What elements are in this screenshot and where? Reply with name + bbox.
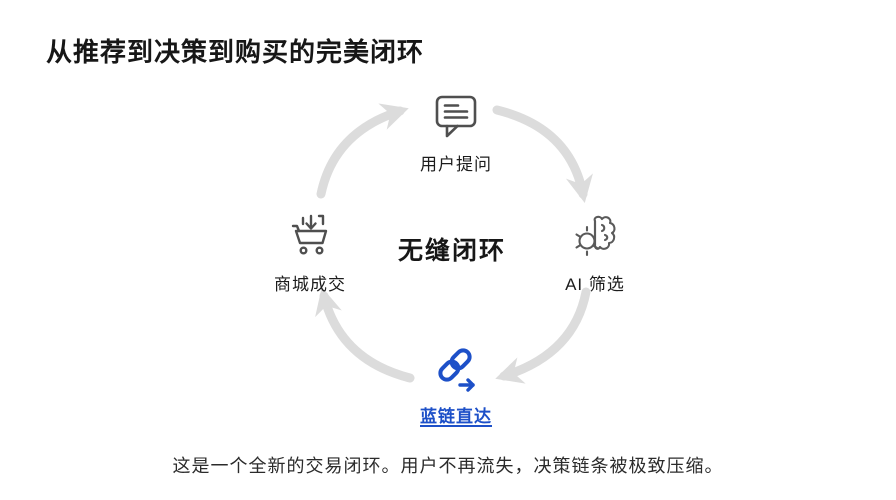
node-label-mall-deal: 商城成交	[274, 275, 346, 294]
arrow-link-to-mall	[315, 287, 415, 383]
ai-brain-gear-icon	[575, 215, 616, 257]
node-label-ai-filter: AI 筛选	[565, 275, 625, 294]
node-blue-link[interactable]: 蓝链直达	[396, 346, 516, 427]
chain-link-arrow-icon	[438, 348, 475, 392]
chat-bubble-icon	[435, 95, 477, 138]
summary-caption: 这是一个全新的交易闭环。用户不再流失，决策链条被极致压缩。	[172, 456, 724, 476]
cycle-center-label: 无缝闭环	[397, 237, 506, 265]
node-label-user-question: 用户提问	[420, 155, 492, 174]
page-title: 从推荐到决策到购买的完美闭环	[46, 37, 425, 67]
shopping-cart-icon	[291, 214, 328, 255]
node-ai-filter: AI 筛选	[535, 212, 655, 295]
arrow-ai-to-link	[495, 287, 591, 384]
node-label-blue-link[interactable]: 蓝链直达	[420, 407, 492, 426]
arrow-mall-to-user	[316, 103, 409, 199]
node-user-question: 用户提问	[396, 92, 516, 175]
arrow-user-to-ai	[492, 105, 593, 204]
